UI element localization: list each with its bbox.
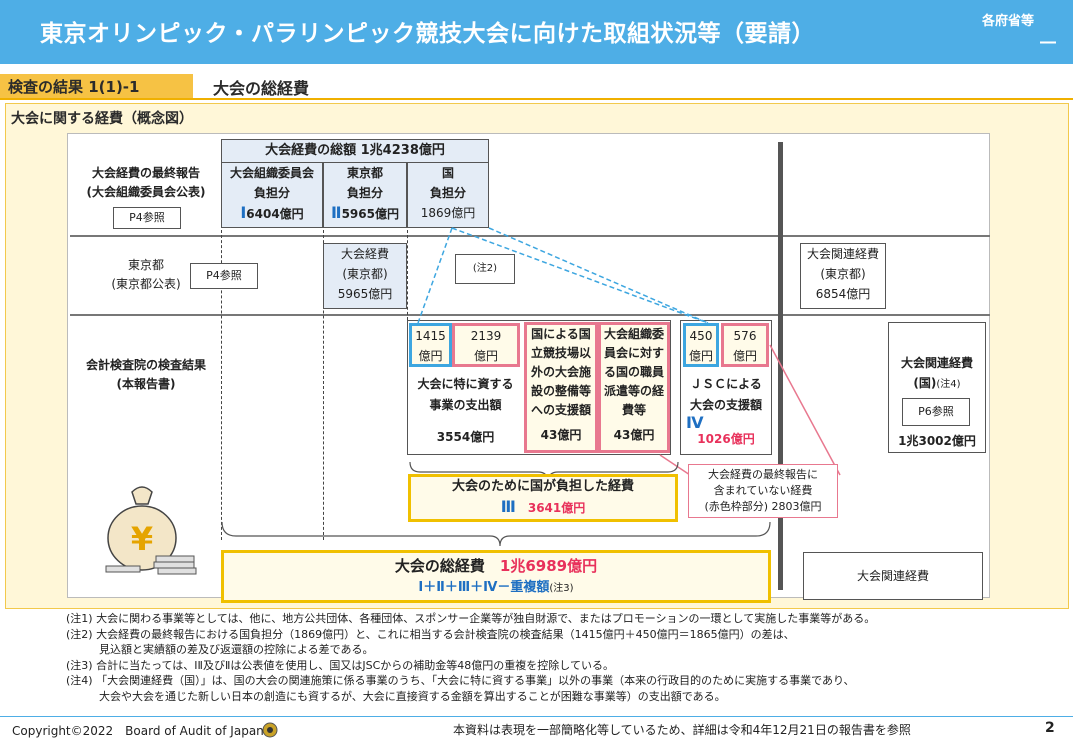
row-divider [70,235,990,237]
grand-total-box: 大会の総経費 1兆6989億円 Ⅰ＋Ⅱ＋Ⅲ＋Ⅳ－重複額(注3) [221,550,771,603]
note-2: (注2) 大会経費の最終報告における国負担分（1869億円）と、これに相当する会… [66,627,795,641]
callout-link-576 [769,344,841,476]
staff-dispatch-box: 大会組織委員会に対する国の職員派遣等の経費等 43億円 [598,322,670,453]
footer-divider [0,716,1073,717]
footnotes: (注1) 大会に関わる事業等としては、他に、地方公共団体、各種団体、スポンサー企… [66,611,1066,704]
total-expense-header: 大会経費の総額 1兆4238億円 [221,139,489,163]
jsc-support-label: ＪＳＣによる大会の支援額 [689,377,762,412]
dashed-guide [221,230,222,540]
roman-iv: Ⅳ [686,413,704,432]
note-3: (注3) 合計に当たっては、ⅠⅡ及びⅡは公表値を使用し、国又はJSCからの補助金… [66,658,614,672]
dashed-guide [407,230,408,320]
note-4: (注4) 「大会関連経費（国）」は、国の大会の関連施策に係る事業のうち、「大会に… [66,674,855,687]
report-reference: 本資料は表現を一部簡略化等しているため、詳細は令和4年12月21日の報告書を参照 [453,723,911,737]
panel-title: 大会に関する経費（概念図） [11,111,193,127]
related-expense-bottom: 大会関連経費 [803,552,983,600]
brace-total [221,521,771,547]
note2-marker: (注2) [455,254,515,284]
ministry-label: 各府省等 [982,14,1035,29]
national-total-box: 大会のために国が負担した経費 Ⅲ 3641億円 [408,474,678,522]
national-share: 国 負担分 1869億円 [407,162,489,228]
row-label-tokyo: 東京都(東京都公表) [111,258,181,291]
related-expense-tokyo: 大会関連経費(東京都)6854億円 [800,243,886,309]
venue-support-box: 国による国立競技場以外の大会施設の整備等への支援額 43億円 [524,322,598,453]
note-4-cont: 大会や大会を通じた新しい日本の創造にも資するが、大会に直接資する金額を算出するこ… [66,689,726,703]
special-project-label: 大会に特に資する事業の支出額 [417,377,514,412]
jsc-support-amount: 1026億円 [697,432,755,446]
dashed-link-450 [451,227,709,324]
svg-text:¥: ¥ [131,520,153,558]
organizing-committee-share: 大会組織委員会 負担分 Ⅰ6404億円 [221,162,323,228]
copyright: Copyright©2022 Board of Audit of Japan [12,724,264,738]
row-divider [70,314,990,316]
section-divider [0,98,1073,100]
special-project-amount: 3554億円 [436,430,495,444]
header-bar [0,0,1073,64]
tokyo-share: 東京都 負担分 Ⅱ5965億円 [323,162,407,228]
tokyo-expense-box: 大会経費(東京都)5965億円 [323,243,407,309]
ref-p6: P6参照 [902,398,970,426]
money-bag-icon: ¥ [105,486,197,575]
dashed-link-1415 [417,227,453,324]
note-1: (注1) 大会に関わる事業等としては、他に、地方公共団体、各種団体、スポンサー企… [66,612,876,625]
page-title: 東京オリンピック・パラリンピック競技大会に向けた取組状況等（要請） [40,21,816,47]
result-label: 検査の結果 1(1)-1 [0,74,193,98]
row-label-final-report: 大会経費の最終報告(大会組織委員会公表) [86,166,206,199]
ministry-dash: ― [1040,32,1056,51]
related-national-amount: 1兆3002億円 [898,434,976,448]
page-number: 2 [1045,720,1055,736]
note-2-cont: 見込額と実績額の差及び返還額の控除による差である。 [66,643,374,656]
callout-excluded-expenses: 大会経費の最終報告に含まれていない経費(赤色枠部分) 2803億円 [688,464,838,518]
ref-p4-tokyo: P4参照 [190,263,258,289]
board-emblem-icon [262,722,278,738]
callout-link-staff [659,454,691,476]
row-label-audit: 会計検査院の検査結果(本報告書) [85,358,206,391]
ref-p4-final: P4参照 [113,207,181,229]
related-expense-national: 大会関連経費 (国)(注4) [888,322,986,453]
dashed-guide [323,230,324,540]
section-title: 大会の総経費 [213,79,310,98]
dashed-link-450b [488,227,709,324]
